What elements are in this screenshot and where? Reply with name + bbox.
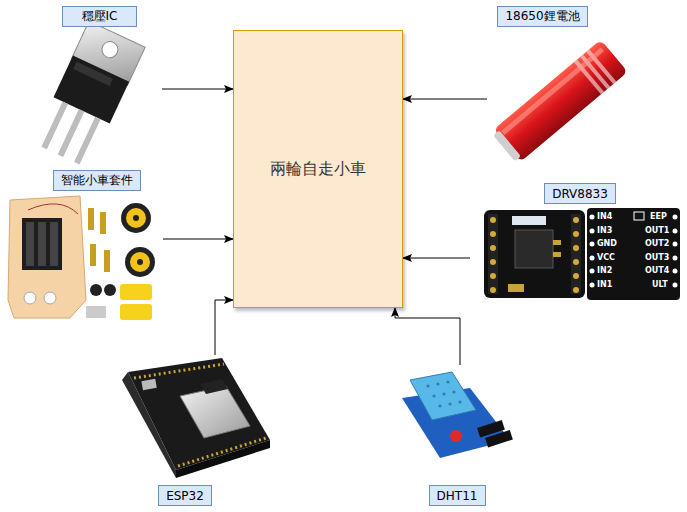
component-label: 18650鋰電池 [497, 6, 588, 27]
component-label: 穩壓IC [62, 6, 137, 27]
esp32-picture [122, 358, 270, 478]
pin-label: IN3 [597, 226, 612, 236]
pin-label: OUT2 [645, 239, 669, 249]
pin-label: EEP [650, 212, 667, 222]
component-label: ESP32 [158, 485, 212, 506]
main-box: 兩輪自走小車 [233, 30, 403, 308]
regulator-picture [32, 21, 145, 169]
pin-label: OUT1 [645, 226, 669, 236]
pin-label: ULT [652, 280, 668, 290]
arrow-connector [215, 300, 233, 355]
arrow-connector [403, 258, 470, 259]
arrow-connector [162, 89, 233, 90]
pin-label: GND [597, 239, 617, 249]
component-label: DRV8833 [544, 183, 616, 204]
dht11-picture [402, 372, 513, 458]
component-group: 智能小車套件 [5, 168, 163, 326]
component-group: 穩壓IC [20, 2, 162, 160]
box-title: 兩輪自走小車 [270, 159, 366, 180]
component-group: ESP32 [110, 355, 275, 507]
arrow-connector [163, 239, 233, 240]
car-kit-picture [8, 196, 155, 320]
component-label: DHT11 [429, 485, 486, 506]
pin-label: OUT3 [645, 253, 669, 263]
arrow-connector [395, 308, 460, 365]
component-group: 18650鋰電池 [487, 2, 677, 160]
arrow-connector [403, 99, 487, 100]
pin-label: IN1 [597, 280, 612, 290]
pin-label: OUT4 [645, 266, 669, 276]
pin-label: VCC [597, 253, 615, 263]
pin-label: IN2 [597, 266, 612, 276]
component-group: DHT11 [395, 365, 525, 507]
battery-picture [490, 40, 627, 165]
pin-label: IN4 [597, 212, 612, 222]
drv8833-picture [484, 208, 680, 300]
component-label: 智能小車套件 [53, 170, 141, 191]
